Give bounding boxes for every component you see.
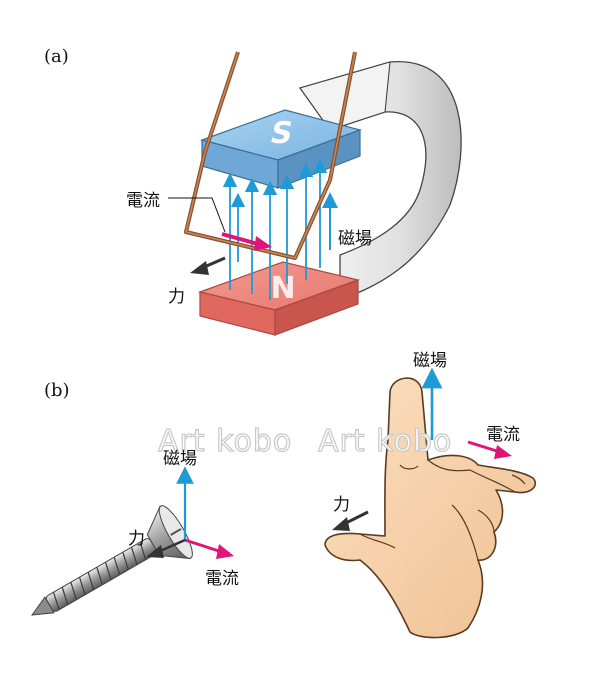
magnet-apparatus: S N xyxy=(168,51,462,336)
force-label-b-hand: 力 xyxy=(333,495,350,515)
force-arrow-b-screw xyxy=(146,538,186,558)
field-label-b-screw: 磁場 xyxy=(163,449,197,469)
force-arrow-a xyxy=(190,256,226,275)
panel-a-label: (a) xyxy=(44,46,69,67)
field-label-a: 磁場 xyxy=(338,229,372,249)
n-pole-block: N xyxy=(197,261,361,336)
current-label-b-hand: 電流 xyxy=(486,425,520,445)
force-arrow-b-hand xyxy=(332,510,369,531)
screw-illustration xyxy=(31,466,234,616)
watermark-right: Art kobo xyxy=(317,423,453,459)
current-arrow-b-screw xyxy=(184,538,234,559)
left-hand-illustration xyxy=(324,367,537,639)
watermark-left: Art kobo xyxy=(157,423,293,459)
current-arrow-a xyxy=(221,232,272,251)
current-label-a: 電流 xyxy=(126,191,160,211)
force-label-a: 力 xyxy=(168,287,185,307)
force-label-b-screw: 力 xyxy=(128,529,145,549)
panel-b-label: (b) xyxy=(44,380,70,401)
current-leader xyxy=(168,197,226,233)
n-pole-letter: N xyxy=(270,271,295,306)
current-label-b-screw: 電流 xyxy=(205,569,239,589)
current-arrow-b-hand xyxy=(467,440,512,459)
field-label-b-hand: 磁場 xyxy=(413,351,447,371)
hand-shape xyxy=(324,377,537,639)
